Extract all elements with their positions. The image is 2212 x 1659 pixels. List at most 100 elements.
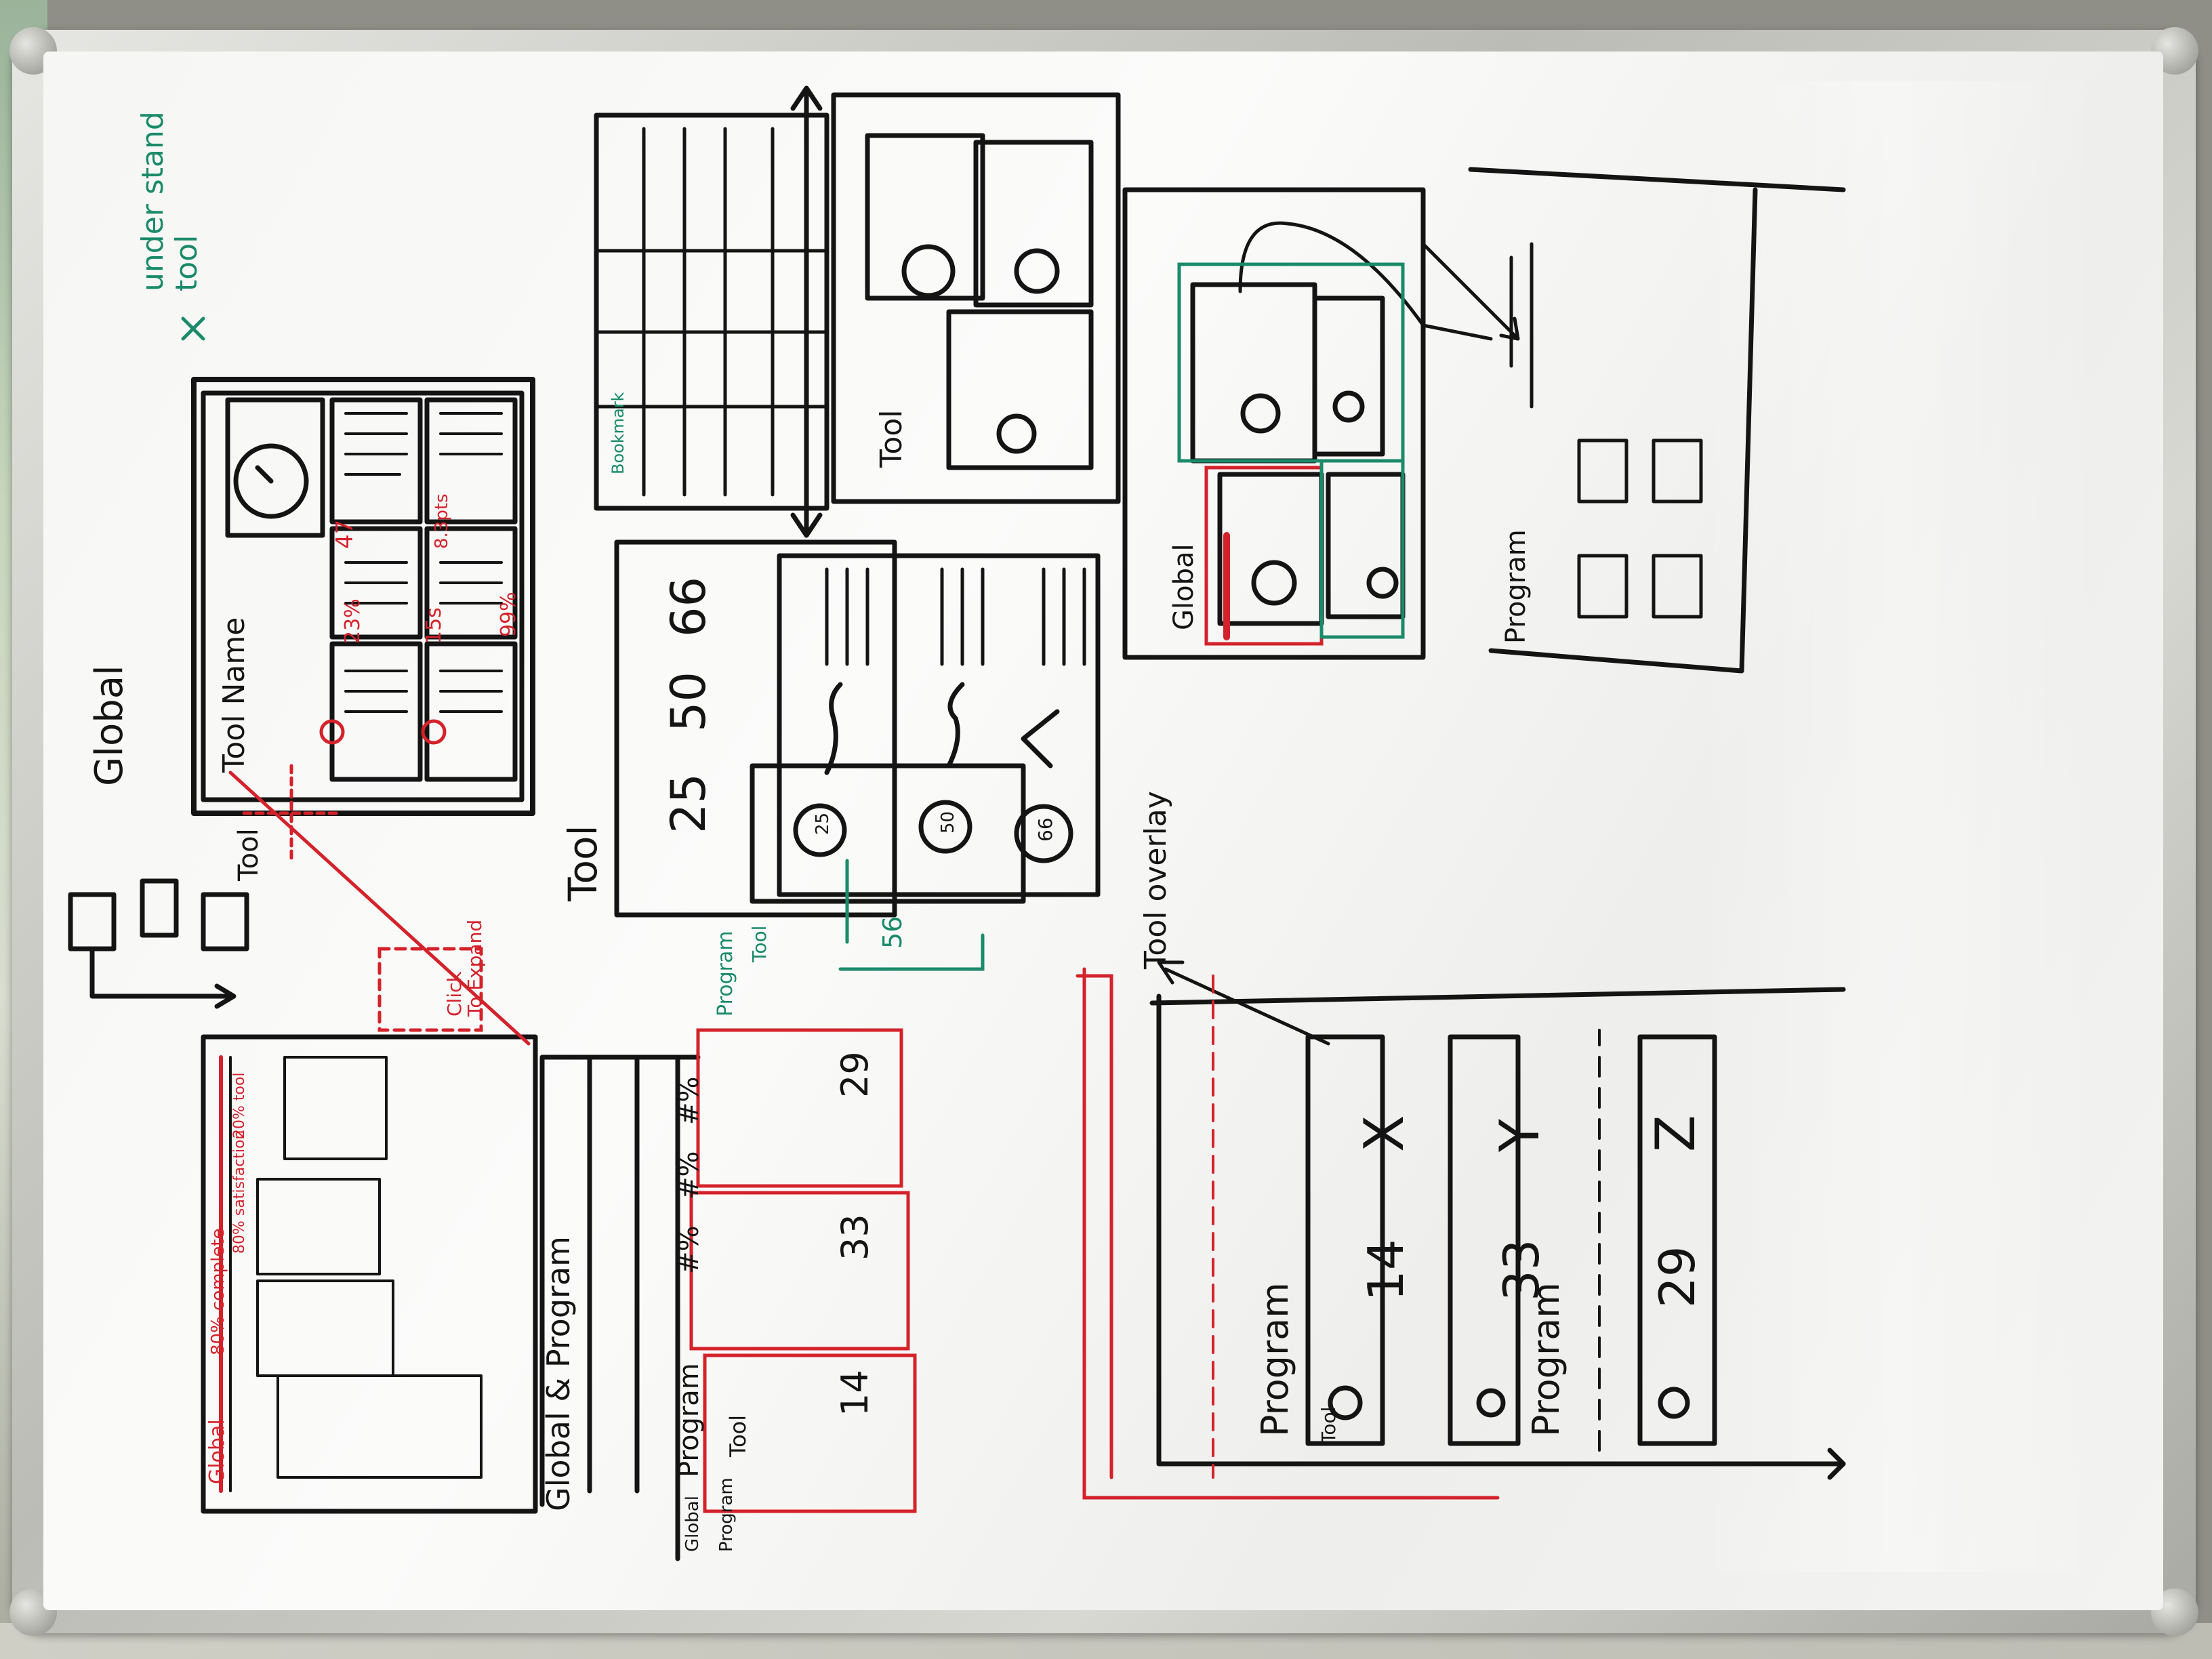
global-bar-label: Global [205,1419,229,1484]
click-to-expand-2: To Expand [464,920,486,1017]
tool-card [1190,282,1317,464]
card-tool-label: Tool [725,1415,751,1458]
program-table [276,1374,483,1479]
arrow-head [1827,1448,1846,1480]
text-lines [344,670,408,713]
tool-cards-label: Tool [874,410,909,468]
red-pie-icon [421,719,447,745]
global-pct-3: 20% tool [231,1072,248,1139]
program-tool-card [750,763,1026,904]
red-pie-icon [319,719,345,745]
tool-icon-circle [1332,390,1365,423]
program-table [283,1056,388,1160]
green-tool-label: Tool [748,926,771,963]
click-to-expand: Click [443,970,466,1017]
tool-value-1: 25 [661,773,716,834]
red-tool-card [689,1191,910,1351]
tool-cards-panel [831,92,1121,504]
stat-panel [329,526,423,640]
green-value: 56 [878,916,907,949]
global-program-title: Global & Program [540,1236,577,1511]
axis-line [539,1054,701,1507]
main-program-label-1: Program [1254,1282,1296,1437]
text-lines [344,412,408,476]
axis-line [1149,987,1846,1006]
stat-panel [424,641,518,782]
left-program-label: Program [716,1477,737,1552]
tool-card [1312,295,1385,457]
red-diagonal [228,771,531,1046]
program-bar-tool-y [1448,1034,1521,1446]
hash-2: #% [674,1151,705,1200]
tool-name-card [201,390,525,802]
stat-panel [424,526,518,640]
red-tool-card [696,1028,903,1188]
letter-y: Y [1488,1118,1551,1153]
stat-1: 47 [331,520,359,549]
tool-values-box [614,539,897,918]
tool-heading: Tool [560,825,606,902]
tool-card [865,133,985,301]
hash-3: #% [674,1076,705,1125]
big-value-3: 29 [1649,1246,1706,1308]
text-lines [439,670,503,713]
text-lines [825,567,869,666]
gauge-circle [233,443,309,519]
card-value-2: 33 [834,1214,876,1261]
program-hash-label: Program [674,1363,705,1477]
text-lines [1042,567,1086,666]
tool-icon-circle [901,244,956,298]
program-bar-tool-x [1305,1034,1385,1446]
green-arrow [181,316,205,341]
value-circle [793,803,847,857]
double-arrow [790,85,823,538]
big-value-2: 33 [1493,1239,1550,1301]
gauge-panel [225,397,325,538]
tool-name-card-outer [191,377,535,816]
diagonal-arrow [1421,242,1520,341]
tool-name-title: Tool Name [217,617,251,773]
grid-lines [642,127,775,497]
squiggle [1021,709,1060,769]
value-circle [1014,804,1073,863]
circle-value-3: 66 [1034,817,1057,842]
sketch-box [201,892,249,951]
gauge-needle [255,465,274,484]
green-program-label: Program [714,930,737,1017]
tool-card [946,309,1094,470]
sketch-box [140,878,179,938]
stat-panel [329,641,423,782]
main-tool-label: Tool [1317,1407,1340,1444]
grid-lines [594,249,829,409]
letter-x: X [1353,1115,1416,1152]
stat-panel [424,397,518,525]
sketch-box [68,892,117,951]
tool-icon-circle [1251,560,1297,606]
tool-icon-circle [1658,1387,1690,1419]
main-program-label-2: Program [1525,1282,1568,1437]
tool-icon-circle [1366,567,1399,599]
label-global: Global [87,665,131,786]
card-value-3: 29 [834,1051,876,1098]
curved-arrow [1238,221,1493,341]
tool-overlay-label: Tool overlay [1139,791,1173,970]
program-table [256,1279,394,1377]
tool-icon-circle [1476,1388,1506,1418]
red-dashed-box [377,947,483,1032]
axis-line [1156,994,1846,1467]
tool-icon-circle [1240,393,1281,434]
green-highlight [1319,459,1405,639]
sketch-connector [89,946,233,999]
program-right-label: Program [1500,529,1532,644]
tool-icon-circle [1014,248,1060,294]
squiggle [946,682,965,769]
stat-4: 8.3pts [432,493,452,549]
overlay-arrow [1157,960,1330,1046]
tool-chip [1652,554,1703,619]
text-lines [439,561,503,605]
tool-icon-circle [996,413,1037,454]
tool-chip [1577,438,1629,504]
global-dashboard-sketch [201,1034,538,1514]
big-value-1: 14 [1357,1239,1414,1301]
